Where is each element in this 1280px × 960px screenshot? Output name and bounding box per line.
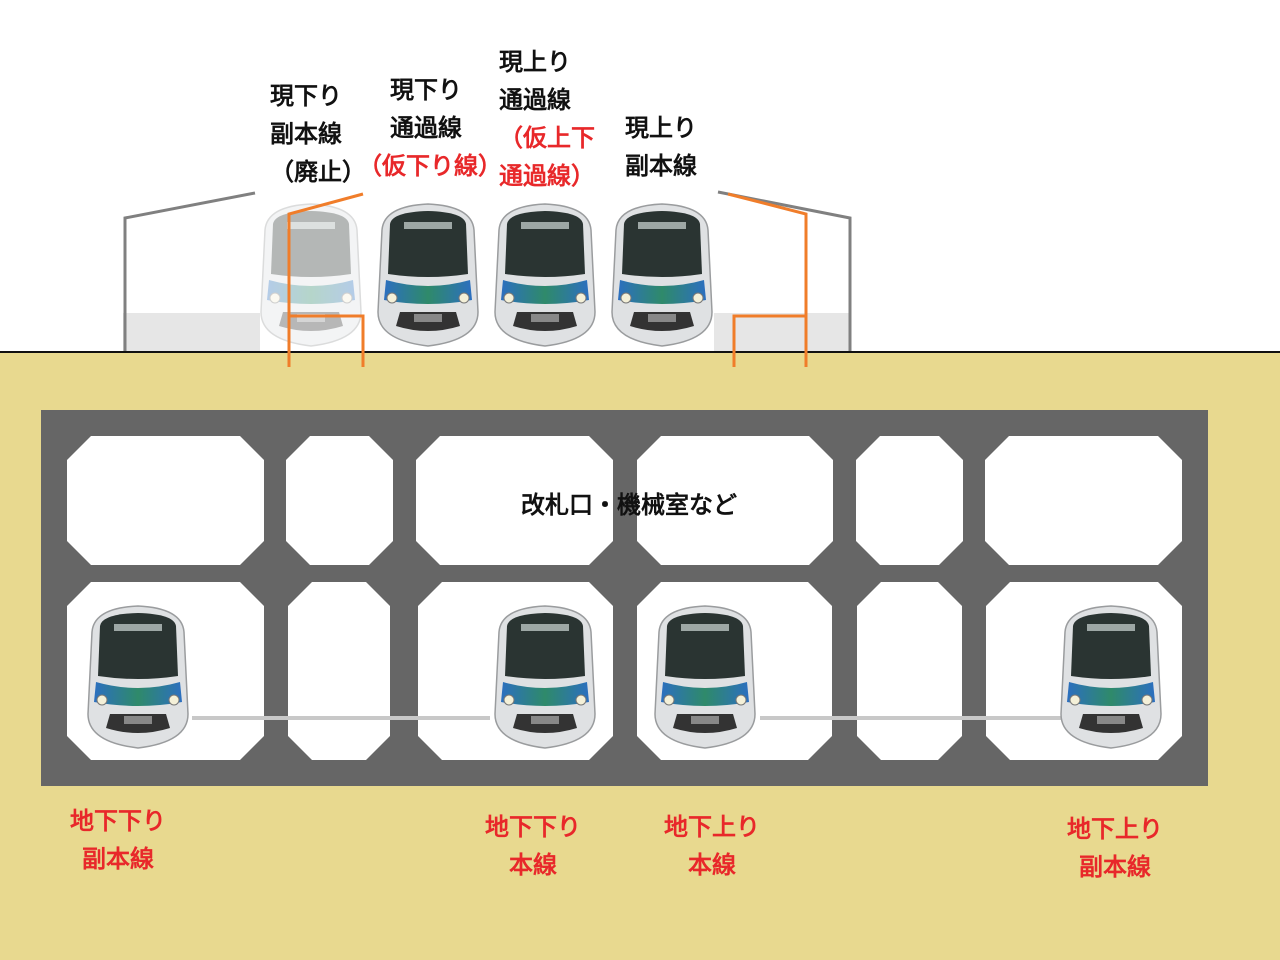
label-ug-up-main: 地下上り 本線 bbox=[652, 808, 772, 884]
train-front-icon-down-express bbox=[378, 204, 478, 346]
surface-station bbox=[123, 192, 851, 351]
platform-left bbox=[123, 313, 260, 351]
label-concourse: 改札口・機械室など bbox=[521, 486, 737, 524]
train-front-icon-up-express bbox=[495, 204, 595, 346]
label-down-express: 現下り 通過線 （仮下り線） bbox=[358, 71, 494, 185]
train-front-icon-ug-down-local bbox=[88, 606, 188, 748]
surface-trains bbox=[261, 204, 712, 346]
train-front-icon-ug-up-main bbox=[655, 606, 755, 748]
label-ug-down-local: 地下下り 副本線 bbox=[58, 802, 178, 878]
train-front-icon-ug-down-main bbox=[495, 606, 595, 748]
label-ug-up-local: 地下上り 副本線 bbox=[1055, 810, 1175, 886]
train-front-icon-down-local bbox=[261, 204, 361, 346]
label-ug-down-main: 地下下り 本線 bbox=[473, 808, 593, 884]
room-upper-1 bbox=[67, 436, 264, 565]
room-upper-5 bbox=[856, 436, 963, 565]
room-upper-6 bbox=[985, 436, 1182, 565]
train-front-icon-ug-up-local bbox=[1061, 606, 1161, 748]
label-down-local: 現下り 副本線 （廃止） bbox=[270, 77, 366, 191]
tunnel-divider-1 bbox=[288, 582, 390, 760]
label-up-express: 現上り 通過線 （仮上下 通過線） bbox=[499, 43, 595, 195]
label-up-local: 現上り 副本線 bbox=[625, 109, 697, 185]
tunnel-divider-2 bbox=[857, 582, 962, 760]
room-upper-2 bbox=[286, 436, 393, 565]
train-front-icon-up-local bbox=[612, 204, 712, 346]
